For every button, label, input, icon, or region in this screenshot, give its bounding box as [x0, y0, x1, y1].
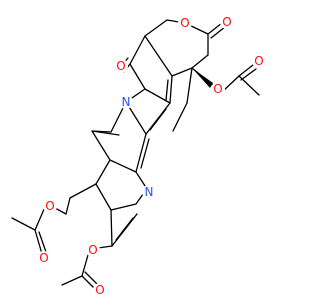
- atom-O-acetoxymethyl-carbonyl: O: [37, 251, 51, 265]
- bond: [110, 209, 113, 247]
- bond: [11, 217, 36, 231]
- atom-label: N: [145, 185, 154, 199]
- bonds: [11, 19, 260, 290]
- bond: [38, 231, 47, 253]
- bond: [84, 271, 99, 286]
- bond: [65, 197, 71, 215]
- atom-label: N: [122, 95, 131, 109]
- atom-O-pyridone-carbonyl: O: [114, 59, 128, 73]
- bond: [238, 64, 254, 77]
- bond: [97, 245, 113, 249]
- atom-O-acetoxymethyl: O: [43, 199, 57, 213]
- bond: [34, 206, 46, 231]
- bond: [210, 26, 226, 39]
- atom-N-quinoline: N: [142, 185, 156, 199]
- atom-label: O: [45, 199, 54, 213]
- bond: [140, 138, 150, 169]
- bond: [172, 102, 188, 132]
- atom-label: O: [254, 54, 263, 68]
- bond: [129, 35, 146, 65]
- atom-O-acetoxy-aryl-carbonyl: O: [93, 283, 107, 297]
- bond: [165, 79, 169, 101]
- bond: [144, 19, 168, 37]
- bond: [144, 35, 173, 77]
- atom-O-acetoxy-c20: O: [211, 82, 225, 96]
- atom-O-acetoxy-aryl: O: [86, 243, 100, 257]
- bond: [61, 275, 83, 286]
- bond: [171, 67, 193, 77]
- bond: [169, 75, 173, 104]
- bond: [110, 203, 137, 211]
- molecule-canvas: O O O N O O N O: [11, 15, 266, 297]
- atom-O-lactone-carbonyl: O: [220, 15, 234, 29]
- bond: [135, 133, 147, 173]
- atom-label: O: [213, 82, 222, 96]
- atom-O-acetoxy-c20-carbonyl: O: [252, 54, 266, 68]
- atom-labels: O O O N O O N O: [37, 15, 266, 297]
- bond: [186, 67, 193, 104]
- bond: [207, 22, 223, 35]
- molecule-structure: O O O N O O N O: [11, 15, 266, 297]
- atom-label: O: [39, 251, 48, 265]
- bond: [81, 275, 96, 290]
- atom-label: O: [88, 243, 97, 257]
- bond: [191, 54, 209, 69]
- atom-N-pyridone: N: [119, 95, 133, 109]
- bond: [81, 254, 89, 277]
- bond: [115, 217, 134, 241]
- bond: [34, 229, 43, 255]
- bond: [240, 68, 257, 81]
- bond: [149, 108, 167, 131]
- bond: [69, 183, 97, 199]
- atom-label: O: [95, 283, 104, 297]
- atom-O-lactone: O: [178, 16, 192, 30]
- atom-label: O: [180, 16, 189, 30]
- bond: [109, 159, 137, 173]
- atom-label: O: [222, 15, 231, 29]
- bond: [95, 183, 112, 211]
- stereo-wedge-bond: [192, 68, 213, 88]
- bond: [91, 130, 120, 136]
- bond: [54, 207, 67, 215]
- bond: [91, 130, 111, 161]
- bond: [238, 75, 260, 96]
- bond: [129, 63, 146, 90]
- bond: [95, 159, 111, 185]
- bond: [144, 88, 171, 104]
- atom-label: O: [116, 59, 125, 73]
